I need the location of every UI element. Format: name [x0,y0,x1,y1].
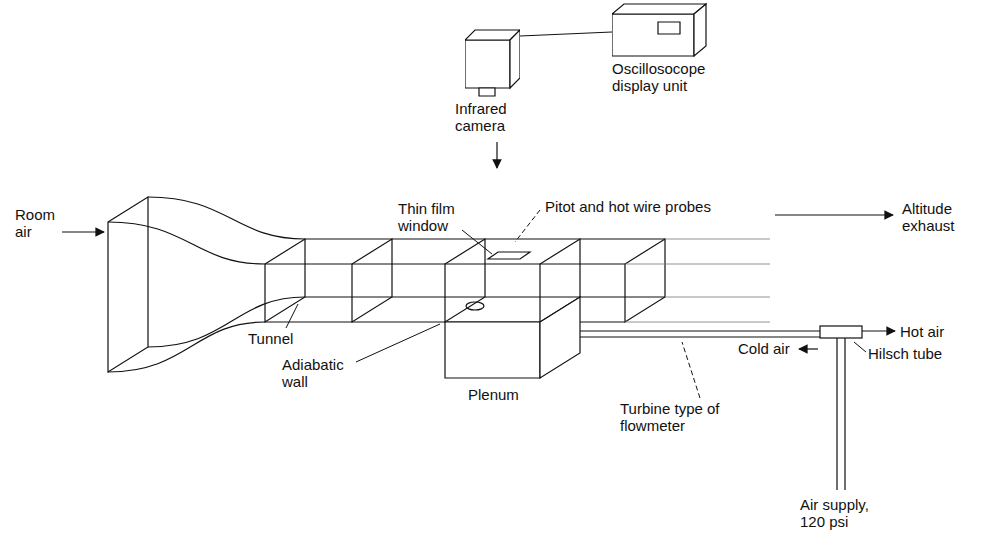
inlet-contour [148,197,305,239]
part-label: Thin film window [398,200,473,235]
plenum-side [540,297,580,378]
duct-frame [625,239,665,322]
wall-hole [466,302,484,310]
infrared-camera-shape [465,22,520,98]
outline-part [694,4,706,56]
thin-film-window [488,252,530,259]
part-label: Adiabatic wall [282,356,357,391]
inlet-contour [108,322,265,372]
flow-label: Room air [15,206,67,241]
outline-part [658,22,680,34]
duct-edges [625,239,770,322]
flow-arrow [775,214,893,215]
oscilloscope-display-shape [612,2,707,58]
leader-line [682,342,700,398]
supply-pipe [837,338,845,490]
infrared-camera: Infrared camera [455,22,535,135]
leader-line [515,210,540,242]
node-label: Oscillosocope display unit [612,60,724,95]
plenum-box [445,297,580,378]
node-label: Infrared camera [455,100,535,135]
flow-label: Hot air [900,323,970,340]
cold-air-pipe [580,331,820,337]
duct-frame [352,239,392,322]
leader-line [286,304,298,328]
part-label: Tunnel [248,330,308,347]
hilsch-tube [820,326,862,338]
flow-arrow [62,231,104,232]
tunnel-duct [265,239,665,322]
outline-part [612,4,706,14]
view-arrow [496,142,497,168]
leader-lines [286,210,866,398]
outline-part [612,14,694,56]
flow-arrows [62,142,895,349]
part-label: Hilsch tube [868,345,968,362]
duct-continuation [625,239,770,322]
duct-edges [265,239,665,322]
duct-frame [265,239,305,322]
oscilloscope-display: Oscillosocope display unit [612,2,724,95]
inlet-contour [108,222,265,264]
part-label: Turbine type of flowmeter [620,400,740,435]
leader-line [854,342,866,352]
outline-part [479,88,495,96]
leader-line [356,324,440,362]
flow-arrow [862,330,895,331]
flow-label: Altitude exhaust [902,200,982,235]
camera-cable [520,32,612,36]
part-label: Plenum [468,386,538,403]
flow-arrow [799,348,818,349]
flow-label: Cold air [738,340,798,357]
outline-part [510,30,520,88]
duct-frame [445,239,485,322]
air-piping [580,326,862,490]
plenum-front [445,322,540,378]
supply-label: Air supply, 120 psi [800,496,882,531]
part-label: Pitot and hot wire probes [545,198,745,215]
leader-line [462,230,492,254]
outline-part [465,40,510,88]
